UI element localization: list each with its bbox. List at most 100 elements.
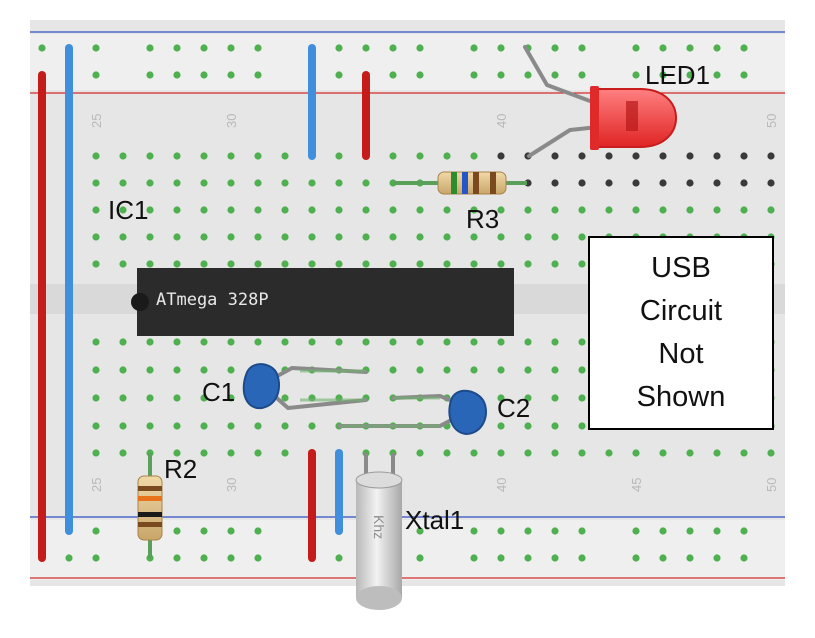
breadboard-hole (119, 338, 127, 346)
breadboard-hole (578, 152, 586, 160)
breadboard-hole (713, 179, 721, 187)
column-number-bottom-30: 30 (224, 478, 239, 492)
xtal1-label: Xtal1 (405, 505, 464, 535)
breadboard-hole (254, 152, 262, 160)
breadboard-hole (173, 152, 181, 160)
breadboard-hole (146, 152, 154, 160)
breadboard-hole (389, 206, 397, 214)
breadboard-hole (740, 71, 748, 79)
breadboard-hole (227, 527, 235, 535)
c1-capacitor (242, 363, 368, 410)
breadboard-hole (470, 338, 478, 346)
breadboard-hole (416, 233, 424, 241)
breadboard-hole (173, 71, 181, 79)
breadboard-hole (740, 206, 748, 214)
breadboard-hole (335, 233, 343, 241)
breadboard-hole (686, 206, 694, 214)
breadboard-hole (308, 338, 316, 346)
breadboard-hole (659, 554, 667, 562)
breadboard-hole (470, 554, 478, 562)
breadboard-hole (551, 206, 559, 214)
breadboard-hole (92, 233, 100, 241)
breadboard-hole (443, 260, 451, 268)
breadboard-hole (686, 71, 694, 79)
breadboard-hole (524, 422, 532, 430)
breadboard-hole (470, 449, 478, 457)
breadboard-hole (389, 366, 397, 374)
breadboard-hole (92, 366, 100, 374)
breadboard-hole (551, 394, 559, 402)
r2-band-1 (138, 486, 162, 491)
breadboard-hole (227, 422, 235, 430)
breadboard-hole (416, 527, 424, 535)
breadboard-hole (254, 554, 262, 562)
breadboard-hole (389, 44, 397, 52)
breadboard-hole (497, 233, 505, 241)
breadboard-hole (551, 44, 559, 52)
breadboard-hole (92, 449, 100, 457)
breadboard-hole (173, 366, 181, 374)
breadboard-hole (281, 152, 289, 160)
breadboard-hole (497, 206, 505, 214)
r2-band-2 (138, 496, 162, 501)
breadboard-hole (227, 71, 235, 79)
breadboard-hole (308, 206, 316, 214)
breadboard-hole (470, 260, 478, 268)
r2-label: R2 (164, 454, 197, 484)
breadboard-hole (200, 422, 208, 430)
breadboard-hole (254, 449, 262, 457)
breadboard-hole (308, 233, 316, 241)
breadboard-hole (200, 338, 208, 346)
breadboard-hole (605, 179, 613, 187)
breadboard-hole (146, 71, 154, 79)
column-number-bottom-25: 25 (89, 478, 104, 492)
breadboard-hole (173, 206, 181, 214)
breadboard-hole (173, 554, 181, 562)
breadboard-hole (686, 179, 694, 187)
breadboard-hole (173, 394, 181, 402)
xtal1-crystal: Khz (355, 453, 403, 610)
breadboard-hole (578, 71, 586, 79)
breadboard-hole (578, 422, 586, 430)
breadboard-hole (470, 527, 478, 535)
breadboard-hole (551, 554, 559, 562)
ic1-chip: ATmega 328P (131, 268, 514, 336)
breadboard-hole (497, 71, 505, 79)
breadboard-hole (254, 71, 262, 79)
r3-resistor (393, 171, 527, 195)
breadboard-hole (524, 394, 532, 402)
breadboard-hole (281, 449, 289, 457)
breadboard-hole (578, 179, 586, 187)
breadboard-hole (200, 152, 208, 160)
note-line-3: Not (658, 338, 704, 370)
note-line-2: Circuit (639, 295, 723, 327)
breadboard-hole (632, 44, 640, 52)
xtal1-bottom (356, 586, 402, 610)
breadboard-hole (524, 449, 532, 457)
breadboard-hole (632, 527, 640, 535)
breadboard-hole (146, 206, 154, 214)
breadboard-hole (551, 422, 559, 430)
breadboard-hole (443, 366, 451, 374)
breadboard-hole (659, 152, 667, 160)
r2-resistor (137, 453, 163, 558)
c1-label: C1 (202, 377, 235, 407)
breadboard-hole (362, 338, 370, 346)
breadboard-hole (362, 179, 370, 187)
breadboard-hole (551, 179, 559, 187)
breadboard-hole (632, 449, 640, 457)
breadboard-hole (551, 449, 559, 457)
ic1-marking: ATmega 328P (156, 290, 269, 310)
note-line-1: USB (651, 252, 711, 284)
breadboard-hole (632, 179, 640, 187)
breadboard-hole (146, 366, 154, 374)
breadboard-hole (713, 449, 721, 457)
breadboard-hole (227, 338, 235, 346)
breadboard-hole (605, 206, 613, 214)
r3-band-2 (462, 172, 468, 194)
led1-lead-2 (527, 125, 600, 158)
column-number-bottom-45: 45 (629, 478, 644, 492)
breadboard-hole (173, 179, 181, 187)
breadboard-hole (119, 152, 127, 160)
breadboard-hole (713, 554, 721, 562)
